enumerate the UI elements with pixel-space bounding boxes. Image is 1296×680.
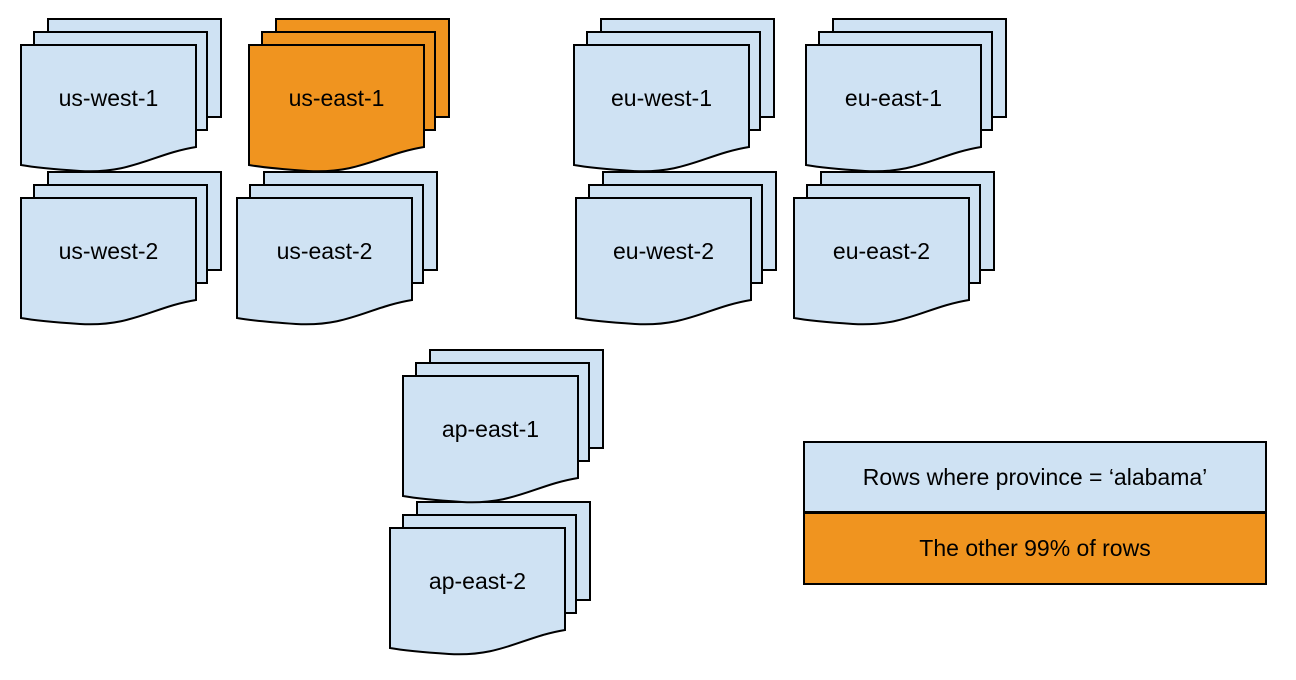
document-shape-icon: [573, 44, 750, 173]
document-shape-icon: [575, 197, 752, 326]
document-shape-icon: [248, 44, 425, 173]
legend-item-alabama-rows: Rows where province = ‘alabama’: [805, 443, 1265, 511]
document-shape-icon: [389, 527, 566, 656]
document-shape-icon: [236, 197, 413, 326]
legend-item-other-rows: The other 99% of rows: [805, 511, 1265, 583]
region-stack-ap-east-2: ap-east-2: [389, 501, 593, 658]
region-stack-us-west-1: us-west-1: [20, 18, 224, 175]
legend: Rows where province = ‘alabama’ The othe…: [803, 441, 1267, 585]
region-stack-eu-east-2: eu-east-2: [793, 171, 997, 328]
region-stack-us-east-2: us-east-2: [236, 171, 440, 328]
document-shape-icon: [20, 44, 197, 173]
region-stack-us-west-2: us-west-2: [20, 171, 224, 328]
document-shape-icon: [805, 44, 982, 173]
region-stack-us-east-1: us-east-1: [248, 18, 452, 175]
document-shape-icon: [793, 197, 970, 326]
region-stack-ap-east-1: ap-east-1: [402, 349, 606, 506]
region-stack-eu-east-1: eu-east-1: [805, 18, 1009, 175]
legend-item-label: The other 99% of rows: [919, 535, 1151, 561]
region-stack-eu-west-2: eu-west-2: [575, 171, 779, 328]
document-shape-icon: [402, 375, 579, 504]
region-stack-eu-west-1: eu-west-1: [573, 18, 777, 175]
document-shape-icon: [20, 197, 197, 326]
legend-item-label: Rows where province = ‘alabama’: [862, 463, 1208, 490]
